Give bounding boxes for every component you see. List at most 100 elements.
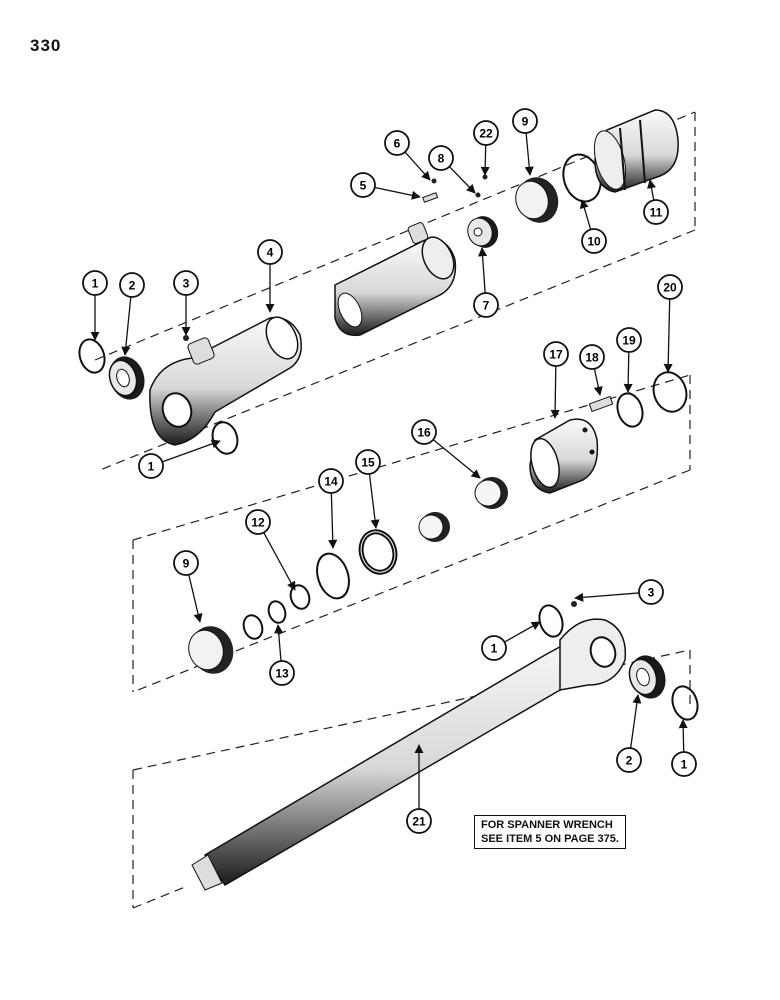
- callout-bubble-1: 1: [138, 453, 164, 479]
- callout-bubble-3: 3: [173, 270, 199, 296]
- callout-leader-7: [478, 247, 488, 294]
- callout-bubble-1: 1: [82, 270, 108, 296]
- part-piston-nut: [467, 216, 499, 248]
- part-snap-ring-rod-upper: [538, 604, 564, 638]
- part-piston-rod: [191, 618, 627, 891]
- part-cylinder-tube-rod-end: [334, 222, 457, 337]
- callout-leader-13: [274, 624, 284, 662]
- callout-number: 3: [648, 586, 655, 600]
- callout-number: 1: [491, 642, 498, 656]
- callout-bubble-17: 17: [543, 341, 569, 367]
- part-cap-screw: [588, 395, 614, 413]
- callout-number: 17: [549, 348, 563, 362]
- part-seal-15: [358, 529, 398, 575]
- callout-bubble-14: 14: [318, 468, 344, 494]
- callout-number: 15: [361, 456, 375, 470]
- callout-bubble-16: 16: [411, 419, 437, 445]
- part-wear-ring-left: [418, 512, 450, 542]
- callout-number: 1: [92, 277, 99, 291]
- callout-leader-19: [623, 351, 633, 393]
- callout-leader-15: [368, 473, 380, 529]
- callout-number: 5: [360, 179, 367, 193]
- callout-number: 20: [663, 281, 677, 295]
- callout-bubble-1: 1: [671, 751, 697, 777]
- callout-number: 22: [479, 127, 493, 141]
- part-lock-pin: [422, 192, 439, 203]
- part-cylinder-tube-base-end: [149, 316, 302, 446]
- callout-bubble-2: 2: [616, 747, 642, 773]
- callout-bubble-8: 8: [428, 145, 454, 171]
- callout-bubble-6: 6: [384, 130, 410, 156]
- callout-bubble-18: 18: [579, 344, 605, 370]
- callout-leader-10: [579, 199, 592, 230]
- callout-bubble-11: 11: [643, 199, 669, 225]
- callout-leader-11: [647, 179, 656, 201]
- page-number: 330: [30, 36, 62, 55]
- callout-bubble-5: 5: [350, 172, 376, 198]
- callout-bubble-7: 7: [473, 292, 499, 318]
- callout-number: 10: [587, 235, 601, 249]
- callout-number: 12: [251, 516, 265, 530]
- note-line-1: FOR SPANNER WRENCH: [481, 819, 613, 831]
- callout-bubble-9: 9: [512, 108, 538, 134]
- callout-number: 1: [681, 758, 688, 772]
- callout-number: 19: [622, 334, 636, 348]
- callout-number: 1: [148, 460, 155, 474]
- callout-bubble-9: 9: [173, 550, 199, 576]
- part-o-ring-13: [267, 600, 287, 624]
- part-snap-ring-left: [78, 338, 106, 374]
- part-snap-ring-left-lower: [211, 421, 239, 455]
- callout-bubble-2: 2: [119, 272, 145, 298]
- callout-leader-8: [448, 166, 476, 194]
- callout-leader-14: [328, 492, 338, 549]
- callout-leaders: [90, 132, 688, 809]
- part-snap-ring-rod-lower: [671, 685, 699, 721]
- callout-bubble-15: 15: [355, 449, 381, 475]
- callout-leader-2: [121, 296, 132, 356]
- callout-number: 9: [522, 115, 529, 129]
- callout-number: 2: [626, 754, 633, 768]
- callout-number: 3: [183, 277, 190, 291]
- part-wear-ring-right: [474, 477, 508, 509]
- part-wiper-seal-top: [515, 177, 559, 223]
- part-wiper-seal-lower: [188, 626, 234, 674]
- callout-number: 14: [324, 475, 338, 489]
- callout-number: 16: [417, 426, 431, 440]
- part-bushing-left: [108, 356, 145, 400]
- callout-bubble-19: 19: [616, 327, 642, 353]
- callout-leader-9: [188, 574, 203, 623]
- part-o-ring-middle: [652, 371, 688, 413]
- part-piston: [593, 109, 679, 193]
- callout-bubble-21: 21: [406, 808, 432, 834]
- callout-leader-18: [593, 368, 603, 396]
- callout-leader-3: [574, 592, 640, 602]
- callout-bubble-20: 20: [657, 274, 683, 300]
- note-line-2: SEE ITEM 5 ON PAGE 375.: [481, 833, 619, 845]
- callout-number: 18: [585, 351, 599, 365]
- callout-leader-1: [678, 719, 688, 753]
- callout-bubble-4: 4: [257, 239, 283, 265]
- callout-leader-16: [432, 439, 481, 479]
- part-gland: [529, 418, 599, 494]
- callout-leader-9: [524, 132, 534, 176]
- callout-bubble-10: 10: [581, 228, 607, 254]
- callout-number: 6: [394, 137, 401, 151]
- callout-leader-1: [162, 439, 221, 463]
- callout-leader-1: [504, 621, 541, 643]
- callout-bubble-22: 22: [473, 120, 499, 146]
- callout-leader-17: [550, 365, 560, 419]
- callout-bubble-3: 3: [638, 579, 664, 605]
- callout-leader-20: [663, 298, 673, 373]
- assembly-guide-lines: [94, 111, 696, 909]
- part-o-ring-14: [316, 552, 350, 600]
- callout-bubble-12: 12: [245, 509, 271, 535]
- part-backup-ring-middle: [616, 392, 644, 428]
- callout-leader-2: [630, 694, 642, 749]
- callout-bubble-1: 1: [481, 635, 507, 661]
- callout-leader-5: [374, 186, 421, 200]
- callout-number: 7: [483, 299, 490, 313]
- callout-leader-6: [404, 151, 431, 181]
- callout-number: 13: [275, 667, 289, 681]
